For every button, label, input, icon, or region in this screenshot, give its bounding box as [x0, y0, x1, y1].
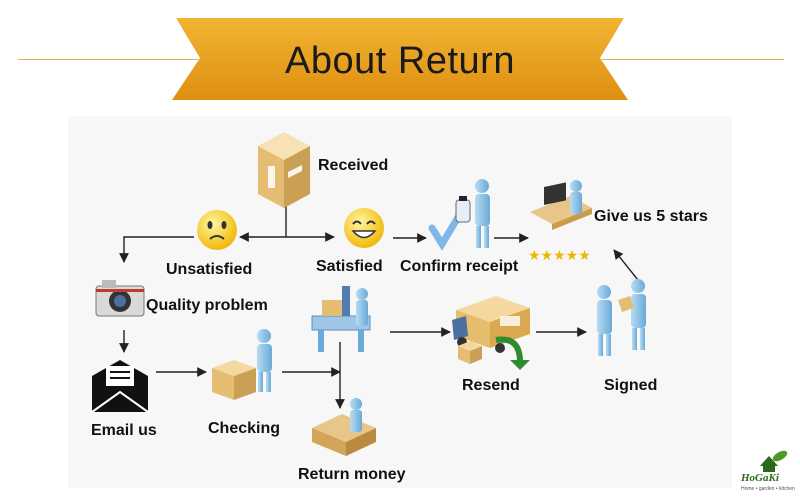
label-received: Received	[318, 157, 389, 174]
flow-arrows	[119, 205, 639, 409]
label-checking: Checking	[208, 420, 281, 437]
camera-icon	[95, 280, 145, 317]
label-resend: Resend	[462, 377, 520, 394]
label-give-stars: Give us 5 stars	[594, 208, 708, 225]
bottle-icon	[455, 196, 471, 223]
arrow-signed-stars	[613, 249, 639, 281]
five-star-rating: ★★★★★	[528, 247, 591, 263]
arrow-unsatisfied-quality	[119, 236, 194, 263]
logo-name: HoGaKi	[741, 472, 779, 484]
banner-line-left	[18, 59, 198, 60]
confirm-person-icon	[475, 179, 490, 248]
label-satisfied: Satisfied	[316, 258, 383, 275]
green-arrow-icon	[495, 336, 530, 370]
banner-line-right	[602, 59, 784, 60]
title-ribbon	[172, 18, 628, 100]
envelope-icon	[91, 360, 149, 413]
label-unsatisfied: Unsatisfied	[166, 261, 253, 278]
label-email-us: Email us	[91, 422, 157, 439]
sorting-machine-icon	[311, 286, 371, 352]
boxes-icon	[458, 341, 482, 364]
label-return-money: Return money	[298, 466, 406, 483]
satisfied-face-icon	[344, 208, 384, 248]
label-confirm-receipt: Confirm receipt	[400, 258, 519, 275]
signed-people-icon	[597, 279, 646, 356]
computer-desk-icon	[530, 180, 592, 230]
label-signed: Signed	[604, 377, 658, 394]
cashier-icon	[312, 398, 376, 456]
checking-box-icon	[212, 360, 256, 400]
checking-person-icon	[257, 329, 272, 392]
logo-tagline: Home • garden • kitchen	[741, 486, 795, 492]
page-title: About Return	[285, 40, 515, 82]
unsatisfied-face-icon	[197, 210, 237, 250]
label-quality-problem: Quality problem	[146, 297, 268, 314]
hogaki-logo-icon	[760, 450, 788, 472]
package-icon	[258, 132, 310, 208]
